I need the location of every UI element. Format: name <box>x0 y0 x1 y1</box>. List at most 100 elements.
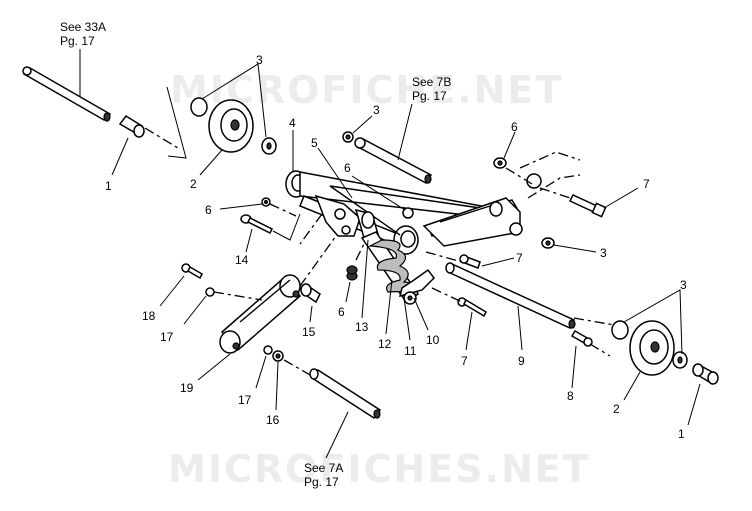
leader-7b <box>397 103 413 161</box>
callout-2-left: 2 <box>190 177 197 191</box>
callout-15: 15 <box>302 325 316 339</box>
axis-6-upper-right <box>505 167 533 185</box>
watermark-bottom: MICROFICHES.NET <box>168 447 591 491</box>
leader-15 <box>309 305 313 323</box>
callout-6-left: 6 <box>205 203 212 217</box>
callout-2-right: 2 <box>613 402 620 416</box>
leader-10 <box>413 297 429 331</box>
leader-2-right <box>623 371 641 401</box>
callout-10: 10 <box>426 333 440 347</box>
link-arm <box>219 274 302 354</box>
axis-lower-front-shaft <box>283 359 313 377</box>
axis-lower-rear-shaft <box>573 317 621 327</box>
callout-6-upper-right: 6 <box>511 120 518 134</box>
bolt-8 <box>570 329 593 347</box>
lower-front-shaft <box>283 359 382 420</box>
ref-7b-line2: Pg. 17 <box>412 89 447 103</box>
callout-5: 5 <box>311 136 318 150</box>
callout-6-middle: 6 <box>344 161 351 175</box>
leader-6-upper-right <box>503 131 516 159</box>
leader-17-upper <box>183 295 207 325</box>
callout-6-lower: 6 <box>338 305 345 319</box>
a-arm-assembly <box>285 170 523 255</box>
rear-pivot-boss <box>526 173 542 189</box>
leader-3-top <box>352 115 373 134</box>
callout-17-upper: 17 <box>160 330 174 344</box>
callout-8: 8 <box>567 389 574 403</box>
leader-17-lower <box>255 355 267 389</box>
ref-7a-line1: See 7A <box>304 461 343 475</box>
leader-2-left <box>199 149 223 176</box>
callout-1-left: 1 <box>105 179 112 193</box>
axis-link-to-bracket <box>299 235 337 287</box>
callout-16: 16 <box>266 413 280 427</box>
axis-left-wheel <box>144 127 179 149</box>
axis-rear-outline <box>519 151 581 169</box>
callout-13: 13 <box>355 320 369 334</box>
leader-14 <box>245 228 253 253</box>
axis-bolt-7-center <box>425 251 463 263</box>
leader-8 <box>571 345 577 389</box>
callout-3-right-mid: 3 <box>600 246 607 260</box>
callout-17-lower: 17 <box>238 393 252 407</box>
axis-6-left <box>269 203 297 217</box>
upper-left-shaft <box>22 66 112 122</box>
callout-18: 18 <box>142 309 156 323</box>
ref-33a-line1: See 33A <box>60 20 106 34</box>
leader-19 <box>197 353 231 381</box>
axis-bracket <box>299 213 323 245</box>
bolt-7-upper-right <box>568 194 607 218</box>
callout-3-top: 3 <box>373 103 380 117</box>
leader-7a <box>325 411 349 459</box>
shock-mount-bracket <box>314 194 379 239</box>
bracket-left-wheel <box>166 86 187 159</box>
nut-6-middle <box>402 207 414 219</box>
leader-16 <box>275 361 279 411</box>
callout-3-right-low: 3 <box>680 278 687 292</box>
leader-1-left <box>111 137 129 176</box>
idler-wheel-right <box>611 320 688 376</box>
ref-33a-line2: Pg. 17 <box>60 34 95 48</box>
bolt-7-lower <box>457 297 487 318</box>
ref-7b-line1: See 7B <box>412 75 451 89</box>
washer-17-lower <box>263 345 273 355</box>
axis-rear-outline-2 <box>527 174 581 199</box>
callout-7-upper-right: 7 <box>643 177 650 191</box>
leader-6-left <box>219 203 263 210</box>
axis-link-arm <box>213 291 263 301</box>
axis-bolt-8 <box>589 343 611 357</box>
bolt-7-center <box>459 254 481 269</box>
callout-14: 14 <box>235 253 249 267</box>
axis-6-lower <box>355 243 365 261</box>
axis-bolt-7-lower <box>431 287 463 303</box>
washer-17-upper <box>205 287 215 297</box>
ref-7a-line2: Pg. 17 <box>304 475 339 489</box>
leader-6-middle <box>351 175 406 211</box>
callout-3-left: 3 <box>256 53 263 67</box>
leader-3-right-mid <box>553 244 597 253</box>
leader-6-lower <box>345 281 351 303</box>
callout-7-lower: 7 <box>461 354 468 368</box>
spacer-15 <box>300 283 321 304</box>
nut-6-lower <box>346 265 358 281</box>
leader-7-center <box>481 257 515 267</box>
callout-19: 19 <box>180 381 194 395</box>
lower-rear-shaft <box>445 262 576 329</box>
leader-13 <box>361 239 369 319</box>
leader-9 <box>517 305 523 351</box>
callout-7-center: 7 <box>516 251 523 265</box>
spacer-bushing-right <box>692 363 719 385</box>
leader-12 <box>385 279 393 335</box>
axis-bolt-7 <box>539 187 571 199</box>
spacer-bushing-left <box>118 114 145 138</box>
callout-11: 11 <box>404 344 417 358</box>
leader-11 <box>403 297 411 341</box>
callout-12: 12 <box>378 337 392 351</box>
leader-7-upper-right <box>603 187 639 209</box>
leader-3-right-low <box>623 289 683 355</box>
callout-1-right: 1 <box>678 427 685 441</box>
callout-9: 9 <box>518 354 525 368</box>
leader-5 <box>317 147 353 199</box>
shock-absorber <box>360 231 435 305</box>
